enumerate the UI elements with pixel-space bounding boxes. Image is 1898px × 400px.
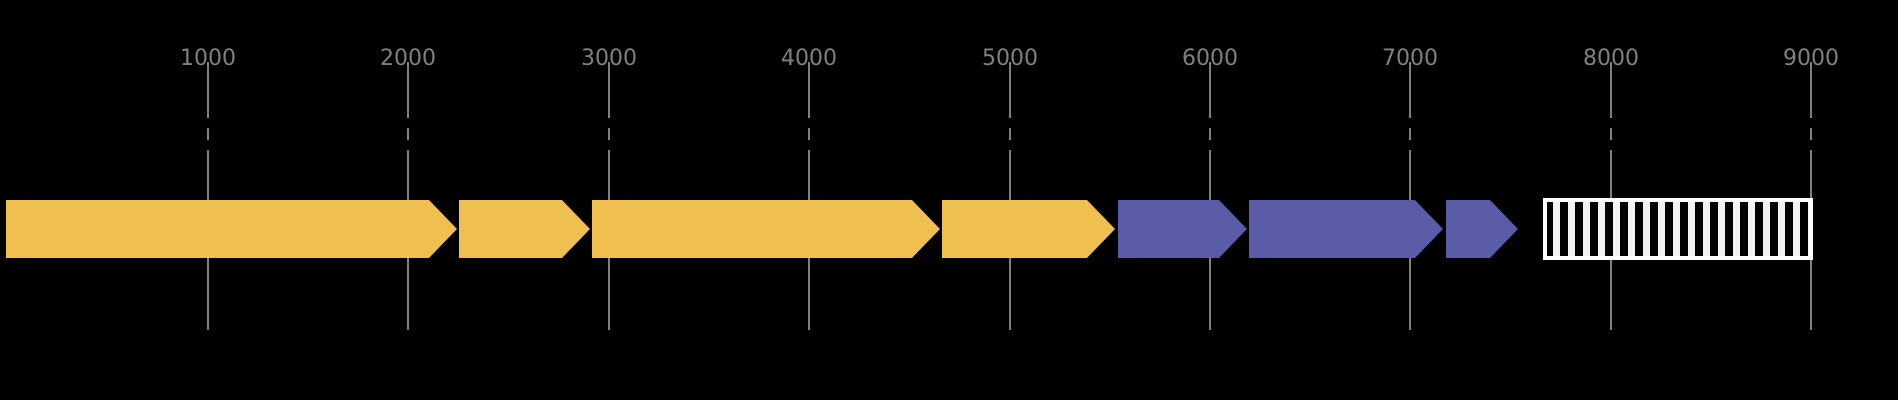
axis-gridline	[1409, 150, 1411, 330]
axis-gridline	[1209, 128, 1211, 140]
axis-gridline	[1209, 150, 1211, 330]
axis-gridline	[608, 62, 610, 118]
axis-gridline	[207, 62, 209, 118]
axis-gridline	[1009, 128, 1011, 140]
axis-gridline	[1009, 62, 1011, 118]
axis-gridline	[407, 150, 409, 330]
axis-tick-label: 2000	[380, 46, 436, 71]
axis-tick-label: 5000	[982, 46, 1038, 71]
axis-gridline	[1610, 62, 1612, 118]
axis-gridline	[1209, 62, 1211, 118]
axis-gridline	[1009, 150, 1011, 330]
axis-gridline	[608, 150, 610, 330]
axis-tick-label: 8000	[1583, 46, 1639, 71]
axis-gridline	[808, 150, 810, 330]
axis-gridline	[1610, 150, 1612, 330]
axis-tick-label: 1000	[180, 46, 236, 71]
axis-gridline	[407, 62, 409, 118]
axis-tick-label: 3000	[581, 46, 637, 71]
axis-gridline	[1610, 128, 1612, 140]
axis-tick-label: 4000	[781, 46, 837, 71]
axis-tick-label: 9000	[1783, 46, 1839, 71]
axis-gridline	[1810, 62, 1812, 118]
axis-gridline	[808, 62, 810, 118]
axis-gridline	[1810, 128, 1812, 140]
axis-gridline	[608, 128, 610, 140]
axis-tick-label: 7000	[1382, 46, 1438, 71]
axis-tick-label: 6000	[1182, 46, 1238, 71]
axis-gridline	[1409, 62, 1411, 118]
axis-gridline	[407, 128, 409, 140]
axis-gridline	[207, 150, 209, 330]
axis-gridline	[207, 128, 209, 140]
axis-gridline	[1409, 128, 1411, 140]
axis-gridline	[808, 128, 810, 140]
axis-gridline	[1810, 150, 1812, 330]
